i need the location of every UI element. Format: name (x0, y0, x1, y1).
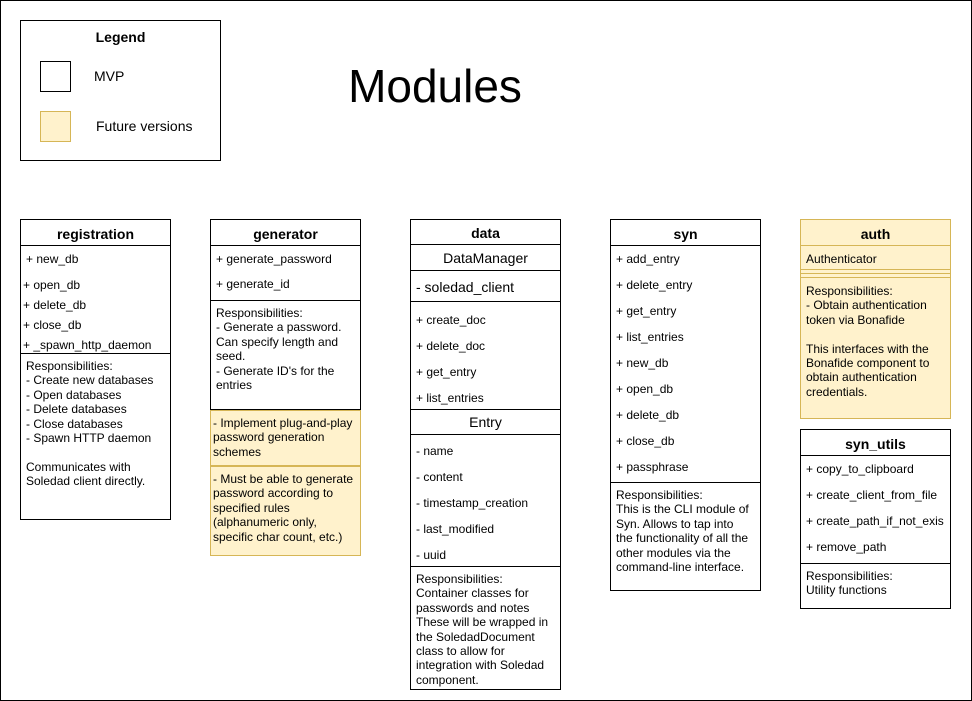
class-name-authenticator: Authenticator (806, 252, 877, 266)
module-auth: auth Authenticator Responsibilities: - O… (800, 219, 951, 419)
methods-section: + generate_password + generate_id (211, 246, 360, 301)
responsibilities-text: Responsibilities: - Generate a password.… (216, 306, 342, 393)
method-item: + close_db (616, 434, 675, 448)
method-item: + passphrase (616, 460, 689, 474)
legend-mvp-label: MVP (94, 68, 125, 84)
separator-line (801, 274, 950, 278)
attribute-item: - last_modified (416, 522, 495, 536)
attribute-item: - content (416, 470, 463, 484)
methods-section: + add_entry + delete_entry + get_entry +… (611, 246, 760, 483)
method-item: + delete_doc (416, 339, 486, 353)
method-item: + generate_id (216, 277, 290, 291)
module-title: data (411, 220, 560, 245)
responsibilities-text: Responsibilities: This is the CLI module… (616, 488, 749, 575)
responsibilities-text: Responsibilities: Container classes for … (416, 572, 549, 687)
responsibilities-text: Responsibilities: - Obtain authenticatio… (806, 284, 930, 399)
module-title: auth (801, 220, 950, 246)
methods-section: + create_doc + delete_doc + get_entry + … (411, 302, 560, 410)
attributes-section: - name - content - timestamp_creation - … (411, 435, 560, 567)
method-item: + open_db (616, 382, 674, 396)
responsibilities-text: Responsibilities: Utility functions (806, 569, 893, 598)
module-title: registration (21, 220, 170, 246)
attribute-item: - soledad_client (416, 279, 515, 295)
future-note-generation-rules: - Must be able to generate password acco… (210, 466, 361, 556)
separator-line (801, 270, 950, 274)
module-syn-utils: syn_utils + copy_to_clipboard + create_c… (800, 429, 951, 609)
attribute-item: - name (416, 444, 454, 458)
methods-section: + new_db + open_db + delete_db + close_d… (21, 246, 170, 354)
future-note-plug-and-play: - Implement plug-and-play password gener… (210, 410, 361, 466)
method-item: + get_entry (416, 365, 477, 379)
attribute-item: - uuid (416, 548, 447, 562)
module-registration: registration + new_db + open_db + delete… (20, 219, 171, 520)
method-item: + create_client_from_file (806, 488, 938, 502)
class-name-datamanager: DataManager (411, 245, 560, 271)
legend-future-swatch (40, 111, 71, 142)
method-item: + new_db (26, 252, 79, 266)
attributes-section: - soledad_client (411, 271, 560, 302)
method-item: + generate_password (216, 252, 332, 266)
class-name-entry: Entry (411, 410, 560, 435)
legend: Legend MVP Future versions (20, 20, 221, 161)
method-item: + get_entry (616, 304, 677, 318)
module-title: generator (211, 220, 360, 246)
class-name-section: Authenticator (801, 246, 950, 270)
method-item: + add_entry (616, 252, 680, 266)
legend-title: Legend (95, 29, 146, 45)
module-title: syn_utils (801, 430, 950, 456)
method-item: + close_db (23, 318, 82, 332)
module-generator: generator + generate_password + generate… (210, 219, 361, 410)
legend-mvp-swatch (40, 61, 71, 92)
method-item: + copy_to_clipboard (806, 462, 914, 476)
module-syn: syn + add_entry + delete_entry + get_ent… (610, 219, 761, 591)
attribute-item: - timestamp_creation (416, 496, 529, 510)
methods-section: + copy_to_clipboard + create_client_from… (801, 456, 950, 564)
method-item: + remove_path (806, 540, 887, 554)
method-item: + list_entries (416, 391, 484, 405)
responsibilities-text: Responsibilities: - Create new databases… (26, 359, 154, 489)
module-data: data DataManager - soledad_client + crea… (410, 219, 561, 690)
method-item: + open_db (23, 278, 81, 292)
method-item: + delete_entry (616, 278, 693, 292)
page-title: Modules (348, 60, 522, 112)
method-item: + create_doc (416, 313, 486, 327)
method-item: + delete_db (23, 298, 87, 312)
method-item: + delete_db (616, 408, 680, 422)
method-item: + list_entries (616, 330, 684, 344)
module-title: syn (611, 220, 760, 246)
method-item: + create_path_if_not_exis (806, 514, 944, 528)
method-item: + _spawn_http_daemon (23, 338, 152, 352)
method-item: + new_db (616, 356, 669, 370)
legend-future-label: Future versions (96, 118, 193, 134)
